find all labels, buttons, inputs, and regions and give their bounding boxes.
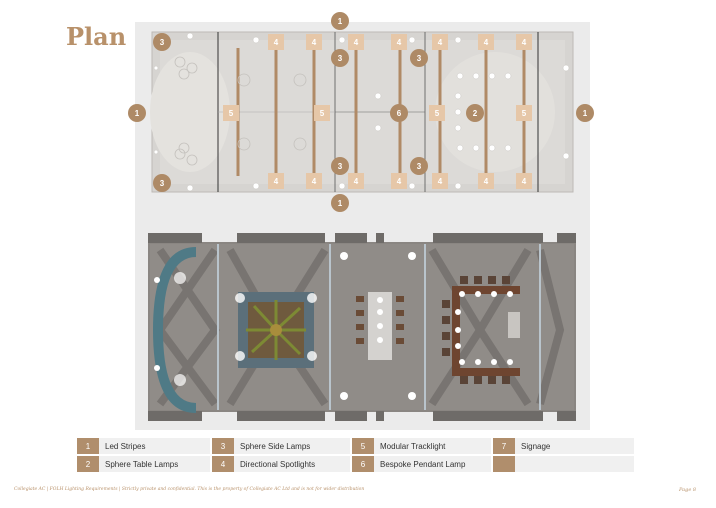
- marker-round: 3: [410, 49, 428, 67]
- legend-item: 4 Directional Spotlights: [212, 456, 350, 472]
- legend-number: 7: [493, 438, 515, 454]
- ceiling-plan: [150, 31, 574, 193]
- marker-round: 3: [331, 49, 349, 67]
- plan-markers: 1 1 1 1 3 3 3 3 3 3 6 2 4 4 4 4 4 4 4 4 4 4 4 4 4 4 5 5 5 5: [128, 12, 594, 212]
- page-number: Page 8: [679, 487, 697, 493]
- marker-square: 4: [268, 34, 284, 50]
- marker-number: 3: [338, 162, 343, 171]
- marker-number: 5: [229, 109, 234, 118]
- marker-number: 5: [522, 109, 527, 118]
- marker-square: 4: [432, 173, 448, 189]
- marker-round: 2: [466, 104, 484, 122]
- legend: 1 Led Stripes 3 Sphere Side Lamps 5 Modu…: [77, 438, 636, 474]
- legend-item: [493, 456, 634, 472]
- marker-round: 1: [331, 194, 349, 212]
- legend-number: 4: [212, 456, 234, 472]
- legend-label: Modular Tracklight: [380, 441, 446, 451]
- marker-number: 1: [338, 199, 343, 208]
- marker-number: 3: [160, 179, 165, 188]
- legend-label: Signage: [521, 441, 551, 451]
- marker-square: 4: [268, 173, 284, 189]
- marker-square: 5: [223, 105, 239, 121]
- marker-round: 3: [331, 157, 349, 175]
- marker-number: 4: [274, 177, 279, 186]
- legend-label: Sphere Side Lamps: [240, 441, 311, 451]
- marker-number: 4: [522, 177, 527, 186]
- marker-number: 1: [338, 17, 343, 26]
- marker-number: 2: [473, 109, 478, 118]
- marker-number: 5: [435, 109, 440, 118]
- legend-number: 1: [77, 438, 99, 454]
- legend-item: 6 Bespoke Pendant Lamp: [352, 456, 491, 472]
- marker-number: 3: [417, 162, 422, 171]
- legend-label: Led Stripes: [105, 441, 146, 451]
- marker-number: 1: [135, 109, 140, 118]
- marker-square: 4: [516, 173, 532, 189]
- marker-square: 4: [478, 34, 494, 50]
- marker-square: 4: [348, 34, 364, 50]
- marker-round: 1: [128, 104, 146, 122]
- marker-square: 4: [432, 34, 448, 50]
- marker-number: 4: [522, 38, 527, 47]
- legend-label: Bespoke Pendant Lamp: [380, 459, 466, 469]
- marker-square: 4: [348, 173, 364, 189]
- marker-number: 4: [274, 38, 279, 47]
- marker-square: 4: [306, 173, 322, 189]
- legend-label: Directional Spotlights: [240, 459, 316, 469]
- marker-number: 4: [354, 177, 359, 186]
- marker-round: 6: [390, 104, 408, 122]
- legend-number: 2: [77, 456, 99, 472]
- marker-number: 1: [583, 109, 588, 118]
- legend-row: 1 Led Stripes 3 Sphere Side Lamps 5 Modu…: [77, 438, 636, 454]
- marker-number: 3: [338, 54, 343, 63]
- legend-item: 5 Modular Tracklight: [352, 438, 491, 454]
- marker-number: 4: [312, 177, 317, 186]
- marker-square: 4: [391, 173, 407, 189]
- marker-number: 3: [160, 38, 165, 47]
- marker-number: 4: [438, 38, 443, 47]
- marker-number: 4: [484, 177, 489, 186]
- legend-item: 7 Signage: [493, 438, 634, 454]
- marker-round: 1: [576, 104, 594, 122]
- marker-number: 4: [312, 38, 317, 47]
- marker-number: 5: [320, 109, 325, 118]
- legend-number: 6: [352, 456, 374, 472]
- marker-square: 4: [516, 34, 532, 50]
- legend-number: [493, 456, 515, 472]
- marker-round: 1: [331, 12, 349, 30]
- marker-number: 4: [397, 177, 402, 186]
- furniture-plan: [148, 233, 576, 421]
- marker-number: 4: [438, 177, 443, 186]
- marker-number: 4: [354, 38, 359, 47]
- marker-square: 4: [306, 34, 322, 50]
- marker-round: 3: [153, 174, 171, 192]
- marker-number: 3: [417, 54, 422, 63]
- legend-item: 1 Led Stripes: [77, 438, 210, 454]
- marker-square: 5: [516, 105, 532, 121]
- marker-square: 4: [478, 173, 494, 189]
- page-title: Plan: [66, 22, 127, 51]
- marker-square: 5: [429, 105, 445, 121]
- marker-round: 3: [153, 33, 171, 51]
- marker-square: 5: [314, 105, 330, 121]
- legend-item: 3 Sphere Side Lamps: [212, 438, 350, 454]
- legend-row: 2 Sphere Table Lamps 4 Directional Spotl…: [77, 456, 636, 472]
- legend-number: 3: [212, 438, 234, 454]
- marker-round: 3: [410, 157, 428, 175]
- marker-number: 4: [397, 38, 402, 47]
- marker-square: 4: [391, 34, 407, 50]
- marker-number: 4: [484, 38, 489, 47]
- marker-number: 6: [397, 109, 402, 118]
- legend-item: 2 Sphere Table Lamps: [77, 456, 210, 472]
- legend-label: Sphere Table Lamps: [105, 459, 179, 469]
- footer-text: Collegiate AC | FOLH Lighting Requiremen…: [14, 487, 365, 492]
- legend-number: 5: [352, 438, 374, 454]
